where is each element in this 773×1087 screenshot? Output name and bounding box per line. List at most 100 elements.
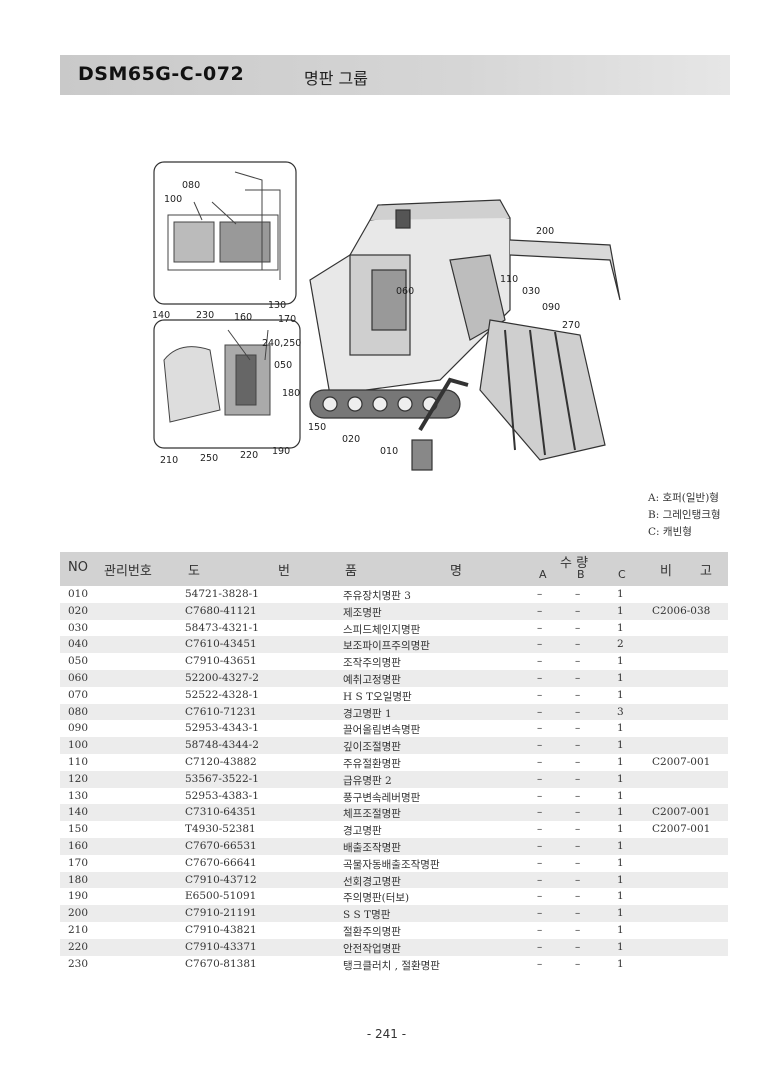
cell-b: – (575, 621, 581, 634)
cell-b: – (575, 839, 581, 852)
group-name: 명판 그룹 (304, 69, 368, 88)
cell-dwg: C7910-21191 (185, 907, 257, 920)
cell-c: 1 (617, 957, 624, 970)
inset-top-frame (153, 161, 297, 305)
cell-no: 140 (68, 806, 89, 819)
cell-no: 230 (68, 957, 89, 970)
header-qty-a: A (539, 568, 547, 581)
cell-name: 체프조절명판 (343, 808, 401, 821)
cell-a: – (537, 839, 543, 852)
cell-dwg: C7610-43451 (185, 638, 257, 651)
callout-label: 050 (274, 360, 292, 371)
cell-c: 1 (617, 655, 624, 668)
cell-no: 080 (68, 705, 89, 718)
cell-no: 020 (68, 604, 89, 617)
cell-no: 070 (68, 688, 89, 701)
cell-note: C2007-001 (652, 755, 711, 768)
header-note-1: 비 (660, 564, 672, 579)
cell-dwg: C7910-43821 (185, 923, 257, 936)
legend-item: B: 그레인탱크형 (648, 509, 721, 521)
cell-name: H S T오일명판 (343, 690, 412, 703)
cell-no: 030 (68, 621, 89, 634)
cell-a: – (537, 655, 543, 668)
cell-name: 제조명판 (343, 606, 382, 619)
cell-dwg: C7120-43882 (185, 755, 257, 768)
cell-no: 040 (68, 638, 89, 651)
callout-label: 150 (308, 422, 326, 433)
cell-a: – (537, 907, 543, 920)
cell-no: 120 (68, 772, 89, 785)
cell-c: 1 (617, 772, 624, 785)
cell-a: – (537, 755, 543, 768)
cell-c: 1 (617, 823, 624, 836)
cell-c: 1 (617, 789, 624, 802)
cell-no: 060 (68, 671, 89, 684)
cell-a: – (537, 688, 543, 701)
header-name-2: 명 (450, 564, 462, 579)
cell-no: 110 (68, 755, 89, 768)
callout-label: 130 (268, 300, 286, 311)
header-note-2: 고 (700, 564, 712, 579)
cell-c: 1 (617, 907, 624, 920)
cell-b: – (575, 890, 581, 903)
cell-b: – (575, 957, 581, 970)
cell-dwg: E6500-51091 (185, 890, 257, 903)
cell-name: S S T명판 (343, 909, 391, 922)
cell-c: 1 (617, 671, 624, 684)
cell-a: – (537, 722, 543, 735)
cell-c: 1 (617, 722, 624, 735)
cell-name: 보조파이프주의명판 (343, 640, 430, 653)
cell-dwg: C7680-41121 (185, 604, 257, 617)
cell-b: – (575, 588, 581, 600)
cell-name: 경고명판 1 (343, 707, 392, 720)
cell-a: – (537, 940, 543, 953)
cell-a: – (537, 923, 543, 936)
cell-a: – (537, 739, 543, 752)
callout-label: 270 (562, 320, 580, 331)
cell-name: 배출조작명판 (343, 841, 401, 854)
cell-no: 050 (68, 655, 89, 668)
cell-b: – (575, 856, 581, 869)
cell-c: 1 (617, 739, 624, 752)
cell-no: 130 (68, 789, 89, 802)
cell-b: – (575, 655, 581, 668)
cell-b: – (575, 739, 581, 752)
header-qty-b: B (577, 568, 585, 581)
cell-b: – (575, 923, 581, 936)
cell-b: – (575, 638, 581, 651)
cell-note: C2007-001 (652, 806, 711, 819)
cell-name: 곡물자동배출조작명판 (343, 858, 440, 871)
cell-c: 3 (617, 705, 624, 718)
cell-b: – (575, 806, 581, 819)
cell-name: 탱크클러치 , 절환명판 (343, 959, 440, 972)
callout-label: 100 (164, 194, 182, 205)
cell-no: 010 (68, 588, 89, 600)
cell-b: – (575, 755, 581, 768)
cell-a: – (537, 588, 543, 600)
cell-b: – (575, 940, 581, 953)
cell-b: – (575, 705, 581, 718)
callout-label: 240,250 (262, 338, 301, 349)
cell-name: 풍구변속레버명판 (343, 791, 421, 804)
cell-name: 절환주의명판 (343, 925, 401, 938)
cell-dwg: C7310-64351 (185, 806, 257, 819)
callout-label: 200 (536, 226, 554, 237)
cell-dwg: C7610-71231 (185, 705, 257, 718)
title-bar: DSM65G-C-072 명판 그룹 (60, 55, 730, 95)
cell-name: 안전작업명판 (343, 942, 401, 955)
cell-no: 170 (68, 856, 89, 869)
cell-name: 깊이조절명판 (343, 741, 401, 754)
cell-c: 1 (617, 588, 624, 600)
